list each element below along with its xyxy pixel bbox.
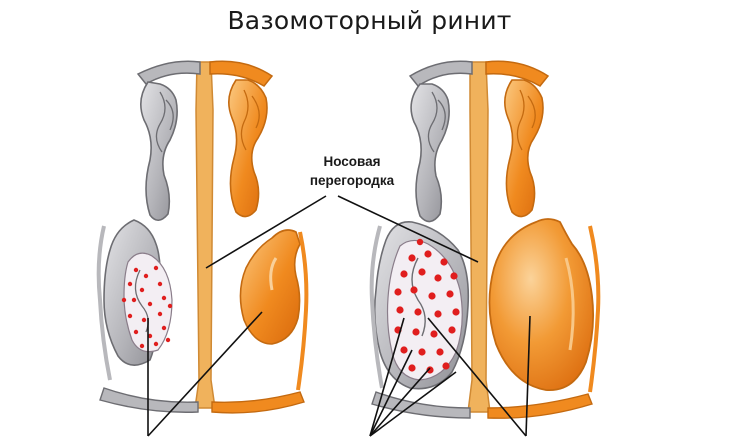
septum-right [467,61,491,413]
inflammation-dots-right [394,238,460,374]
nasal-cavity-swollen-icon [369,60,601,419]
septum-label-line2: перегородка [309,173,395,188]
septum-label-line1: Носовая [323,154,381,169]
septum-label: Носовая перегородка [292,152,412,190]
nasal-cavity-normal-icon [96,60,309,414]
diagram-title: Вазомоторный ринит [227,6,512,35]
inflammation-dots-left [121,265,173,349]
septum-left [194,61,216,409]
pointer-lines [147,195,531,437]
